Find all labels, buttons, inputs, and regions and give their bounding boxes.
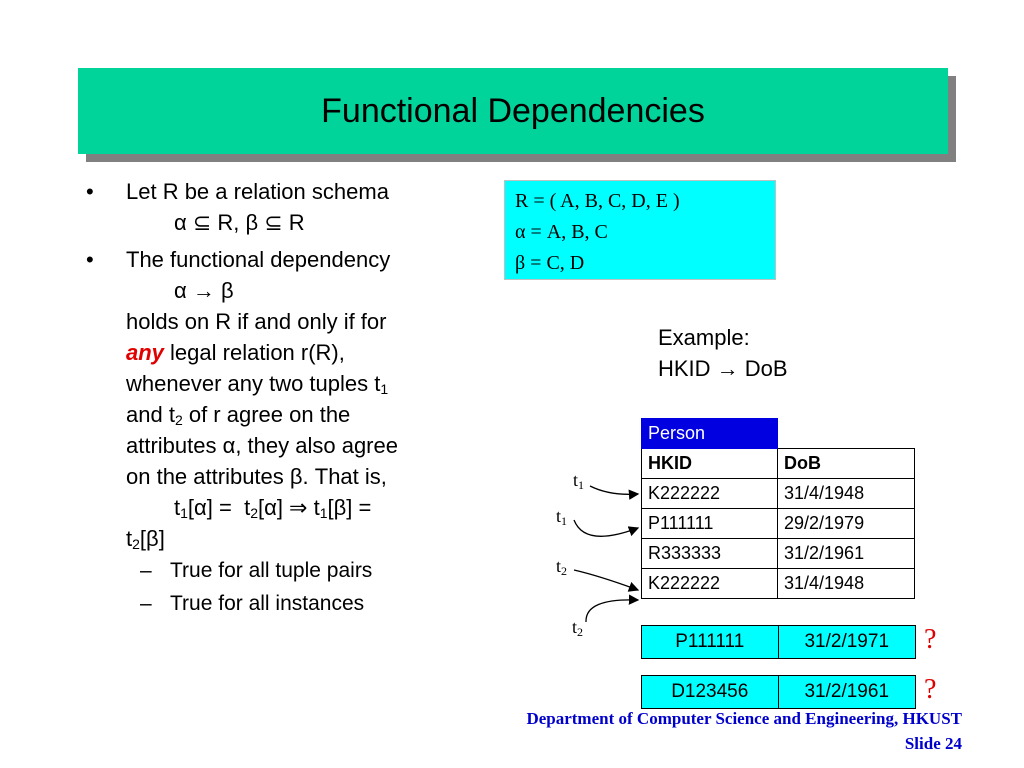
cell-hkid: R333333	[641, 538, 778, 569]
example-label: Example:	[658, 325, 750, 350]
tuple-label-t1: t1	[556, 506, 568, 528]
subset-expression: α ⊆ R, β ⊆ R	[174, 210, 305, 235]
bullet-text: on the attributes β. That is,	[126, 464, 387, 489]
slide-number: Slide 24	[904, 734, 962, 753]
cell-dob: 29/2/1979	[777, 508, 915, 539]
cell-dob: 31/2/1961	[777, 538, 915, 569]
bullet-dot: •	[86, 247, 94, 272]
table-header-row: HKID DoB	[641, 448, 915, 479]
definition-relation: R = ( A, B, C, D, E )	[515, 190, 680, 212]
column-header-hkid: HKID	[641, 448, 778, 479]
example-fd: HKID → DoB	[658, 356, 788, 381]
arrow-t2-newrow	[585, 594, 640, 623]
definition-beta: β = C, D	[515, 252, 585, 274]
bullet-text-line: any legal relation r(R),	[126, 340, 345, 365]
table-row: K222222 31/4/1948	[641, 568, 915, 599]
title-box: Functional Dependencies	[78, 68, 948, 154]
definition-alpha: α = A, B, C	[515, 221, 608, 243]
table-row: R333333 31/2/1961	[641, 538, 915, 569]
slide-title: Functional Dependencies	[321, 91, 705, 130]
sub-bullet-instances: – True for all instances	[86, 587, 506, 620]
definition-box: R = ( A, B, C, D, E ) α = A, B, C β = C,…	[504, 180, 776, 280]
footer-department: Department of Computer Science and Engin…	[526, 709, 962, 728]
tuple-label-t2: t2	[572, 617, 584, 639]
person-table: Person HKID DoB K222222 31/4/1948 P11111…	[641, 418, 915, 599]
table-row: K222222 31/4/1948	[641, 478, 915, 509]
bullet-text: attributes α, they also agree	[126, 433, 398, 458]
fd-formula: t1[α] = t2[α] ⇒ t1[β] =	[174, 495, 372, 521]
bullet-dot: •	[86, 179, 94, 204]
fd-formula-end: t2[β]	[126, 526, 165, 552]
bullet-text: holds on R if and only if for	[126, 309, 387, 334]
arrow-t1-row1	[589, 485, 640, 500]
bullet-text: Let R be a relation schema	[126, 179, 389, 204]
cell-dob: 31/4/1948	[777, 568, 915, 599]
cell-hkid: P111111	[642, 626, 779, 658]
candidate-row-1: P111111 31/2/1971	[641, 625, 916, 659]
bullet-text-line: and t2 of r agree on the	[126, 402, 351, 428]
cell-hkid: K222222	[641, 478, 778, 509]
sub-bullet-tuple-pairs: – True for all tuple pairs	[86, 554, 506, 587]
bullet-functional-dependency: • The functional dependency α → β holds …	[86, 244, 506, 554]
cell-dob: 31/2/1971	[804, 631, 890, 652]
question-mark: ?	[924, 624, 937, 655]
cell-dob: 31/2/1961	[804, 681, 890, 702]
slide-body: • Let R be a relation schema α ⊆ R, β ⊆ …	[86, 176, 506, 620]
question-mark: ?	[924, 674, 937, 705]
bullet-text-line: whenever any two tuples t1	[126, 371, 389, 397]
candidate-row-2: D123456 31/2/1961	[641, 675, 916, 709]
fd-expression: α → β	[174, 278, 234, 303]
arrow-t2-row4	[573, 569, 640, 592]
slide-footer: Department of Computer Science and Engin…	[526, 706, 962, 756]
tuple-label-t2: t2	[556, 556, 568, 578]
cell-hkid: P111111	[641, 508, 778, 539]
dash: –	[140, 559, 152, 582]
example-block: Example: HKID → DoB	[658, 322, 788, 384]
arrow-t1-row2	[573, 519, 640, 537]
bullet-text: The functional dependency	[126, 247, 391, 272]
tuple-label-t1: t1	[573, 470, 585, 492]
cell-hkid: D123456	[642, 676, 779, 708]
dash: –	[140, 592, 152, 615]
any-emphasis: any	[126, 340, 164, 365]
bullet-relation-schema: • Let R be a relation schema α ⊆ R, β ⊆ …	[86, 176, 506, 238]
table-row: P111111 29/2/1979	[641, 508, 915, 539]
